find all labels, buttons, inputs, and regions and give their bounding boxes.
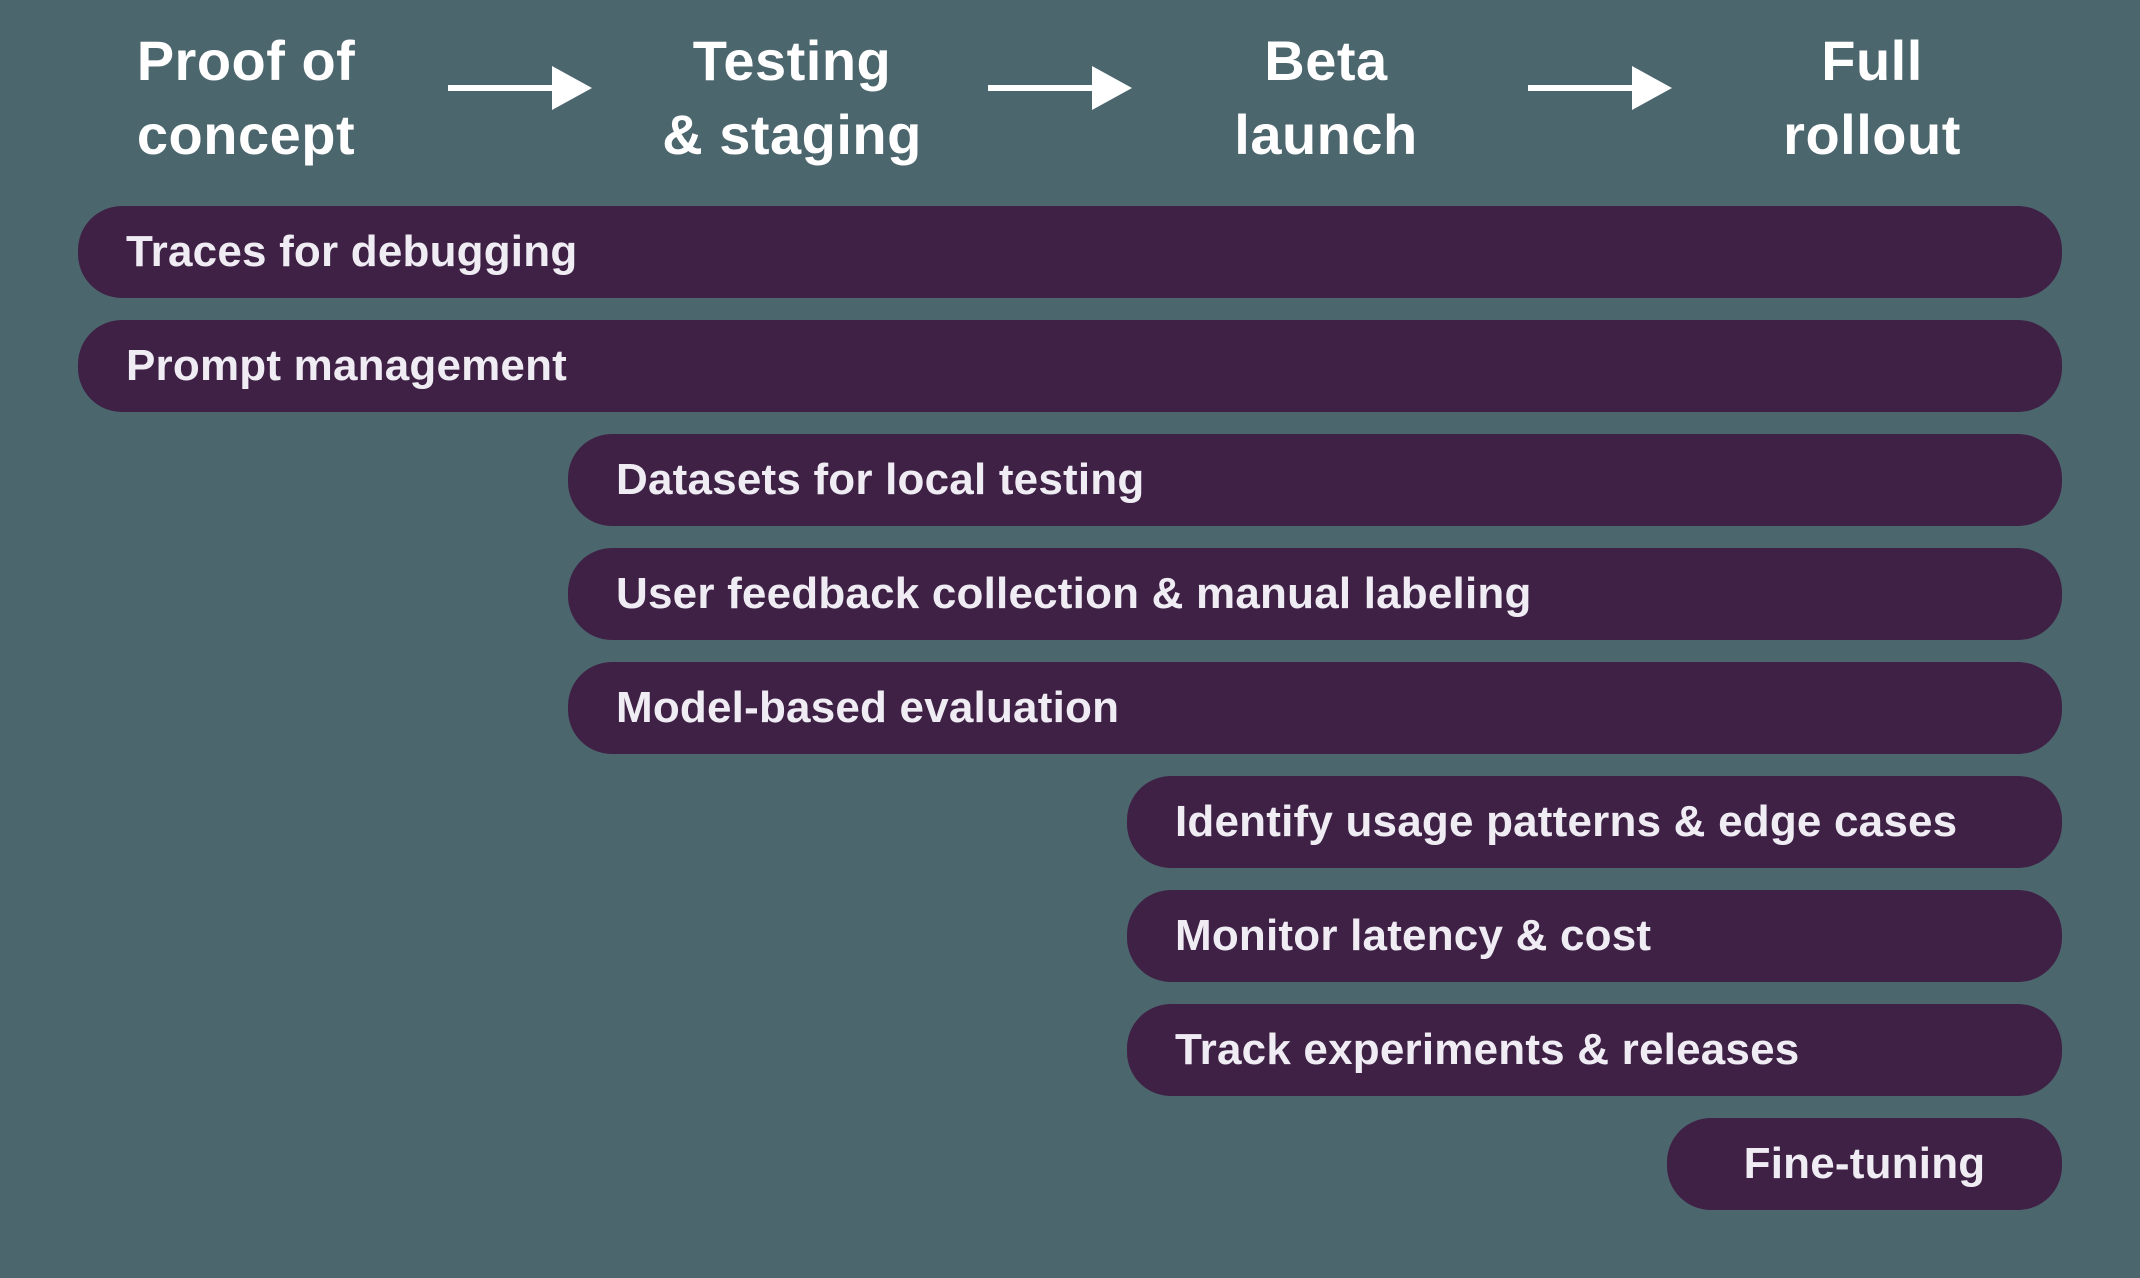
bar-label: Monitor latency & cost [1175,911,1652,960]
stage-label-proof-of-concept: Proof of concept [16,24,476,172]
bar-label: Prompt management [126,341,568,390]
bar-datasets-for-local-testing: Datasets for local testing [568,434,2062,526]
bar-user-feedback-collection-manual-labeling: User feedback collection & manual labeli… [568,548,2062,640]
bar-label: Traces for debugging [126,227,578,276]
stage-label-line: Beta [1264,29,1388,92]
bar-traces-for-debugging: Traces for debugging [78,206,2062,298]
stage-label-line: concept [136,103,356,166]
bar-model-based-evaluation: Model-based evaluation [568,662,2062,754]
stage-label-line: launch [1234,103,1418,166]
bar-prompt-management: Prompt management [78,320,2062,412]
stage-label-line: & staging [662,103,922,166]
bar-track-experiments-releases: Track experiments & releases [1127,1004,2062,1096]
bar-identify-usage-patterns-edge-cases: Identify usage patterns & edge cases [1127,776,2062,868]
stage-label-line: Proof of [136,29,356,92]
stage-label-line: rollout [1783,103,1961,166]
bar-label: User feedback collection & manual labeli… [616,569,1532,618]
stage-label-full-rollout: Full rollout [1642,24,2102,172]
arrow-right-icon [988,66,1132,110]
stage-label-testing-staging: Testing & staging [562,24,1022,172]
stage-label-beta-launch: Beta launch [1096,24,1556,172]
bar-label: Fine-tuning [1743,1139,1986,1188]
stage-label-line: Full [1821,29,1923,92]
bar-label: Identify usage patterns & edge cases [1175,797,1958,846]
arrow-right-icon [1528,66,1672,110]
arrow-right-icon [448,66,592,110]
bar-label: Datasets for local testing [616,455,1145,504]
bar-label: Model-based evaluation [616,683,1120,732]
bar-fine-tuning: Fine-tuning [1667,1118,2062,1210]
bar-monitor-latency-cost: Monitor latency & cost [1127,890,2062,982]
stage-label-line: Testing [692,29,892,92]
bar-label: Track experiments & releases [1175,1025,1800,1074]
